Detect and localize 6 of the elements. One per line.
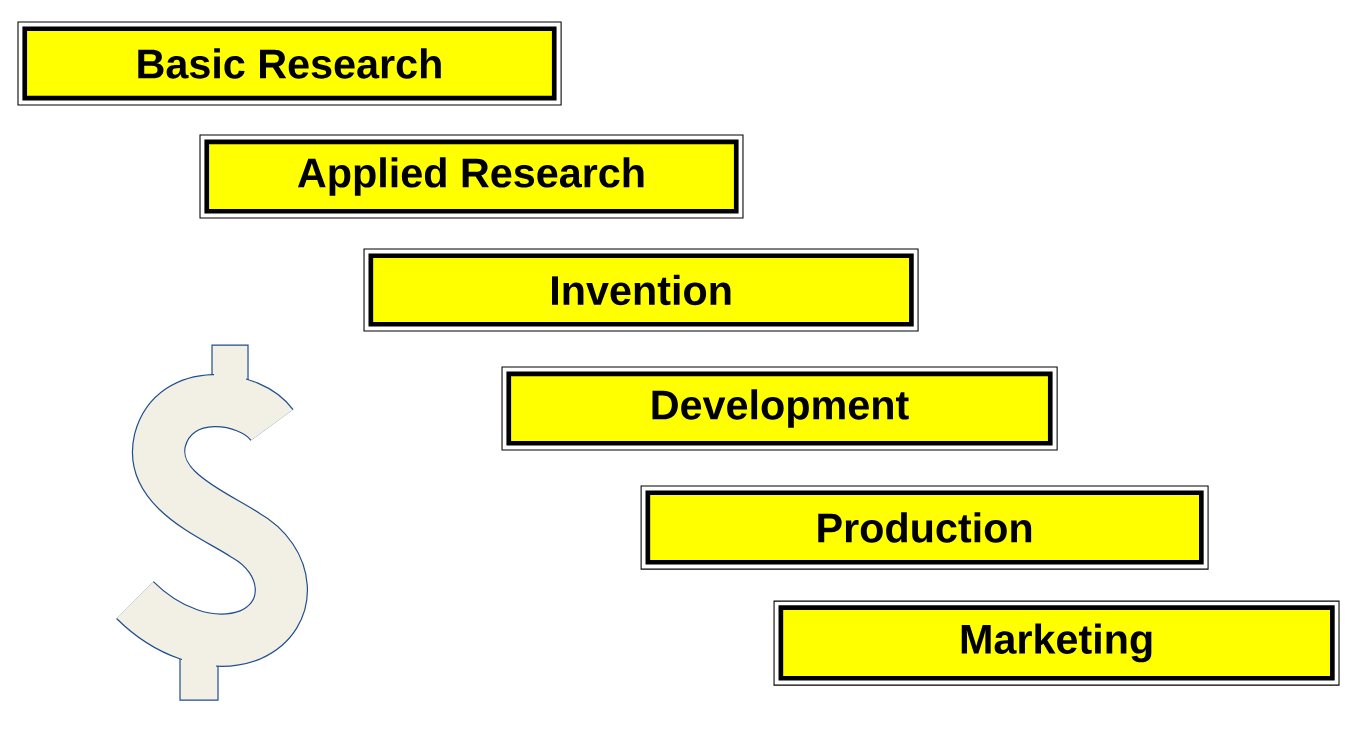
stage-box: Development <box>501 366 1058 451</box>
stage-box: Marketing <box>773 600 1340 686</box>
stage-box: Invention <box>363 248 919 332</box>
stage-box: Production <box>640 485 1209 570</box>
stage-box: Applied Research <box>199 134 744 219</box>
stage-box: Basic Research <box>17 21 562 106</box>
